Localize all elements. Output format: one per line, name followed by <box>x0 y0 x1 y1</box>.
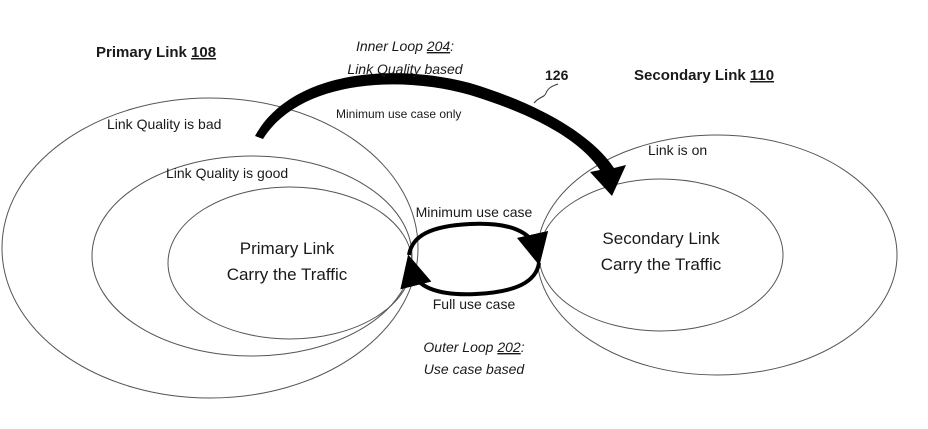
outer-loop-label: Outer Loop 202: <box>423 339 524 355</box>
primary-center-line2: Carry the Traffic <box>227 265 348 284</box>
primary-link-title: Primary Link 108 <box>96 44 216 61</box>
secondary-center-line2: Carry the Traffic <box>601 255 722 274</box>
quality-good-label: Link Quality is good <box>166 165 288 181</box>
primary-center-line1: Primary Link <box>240 239 335 258</box>
primary-inner-ellipse <box>167 186 413 340</box>
ref-126-leader <box>533 83 559 104</box>
inner-loop-arrow-label: Minimum use case only <box>336 107 461 121</box>
outer-loop-basis: Use case based <box>424 361 526 377</box>
inner-loop-label: Inner Loop 204: <box>356 38 454 54</box>
outer-loop-top-arrow <box>407 221 549 266</box>
inner-loop-arrow <box>255 73 626 196</box>
ref-126-label: 126 <box>545 67 569 83</box>
secondary-link-title: Secondary Link 110 <box>634 67 774 84</box>
inner-loop-basis: Link Quality based <box>347 61 463 77</box>
outer-loop-full-label: Full use case <box>433 296 516 312</box>
secondary-center-line1: Secondary Link <box>602 229 720 248</box>
quality-bad-label: Link Quality is bad <box>107 116 221 132</box>
primary-outer-ellipse <box>1 97 419 399</box>
outer-loop-bottom-arrow <box>400 254 541 297</box>
link-is-on-label: Link is on <box>648 142 707 158</box>
outer-loop-min-label: Minimum use case <box>416 204 533 220</box>
